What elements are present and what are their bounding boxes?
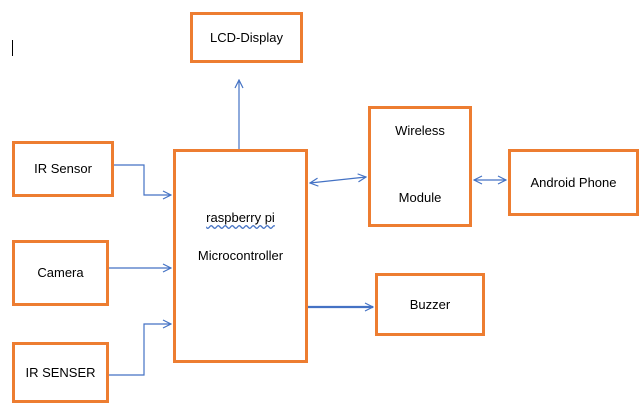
ir-senser-block: IR SENSER <box>12 342 109 403</box>
android-phone-block: Android Phone <box>508 149 639 216</box>
buzzer-label: Buzzer <box>409 296 451 312</box>
raspberry-pi-label: raspberry pi <box>206 210 275 225</box>
android-phone-label: Android Phone <box>530 174 617 190</box>
lcd-display-block: LCD-Display <box>190 12 303 63</box>
raspberry-pi-block: raspberry pi Microcontroller <box>173 149 308 363</box>
microcontroller-label: Microcontroller <box>197 247 284 263</box>
wireless-module-block: Wireless Module <box>368 106 472 227</box>
camera-block: Camera <box>12 240 109 306</box>
ir-sensor-label: IR Sensor <box>34 161 92 177</box>
module-label: Module <box>398 190 442 206</box>
arrow-raspberry-wireless <box>310 177 366 183</box>
arrow-ir-senser-to-raspberry <box>109 324 171 376</box>
lcd-display-label: LCD-Display <box>210 29 283 45</box>
ir-sensor-block: IR Sensor <box>12 141 114 197</box>
arrow-ir-sensor-to-raspberry <box>114 164 171 195</box>
ir-senser-label: IR SENSER <box>25 364 96 380</box>
text-cursor <box>12 40 13 56</box>
wireless-label: Wireless <box>395 123 445 138</box>
buzzer-block: Buzzer <box>375 273 485 336</box>
camera-label: Camera <box>37 265 84 281</box>
